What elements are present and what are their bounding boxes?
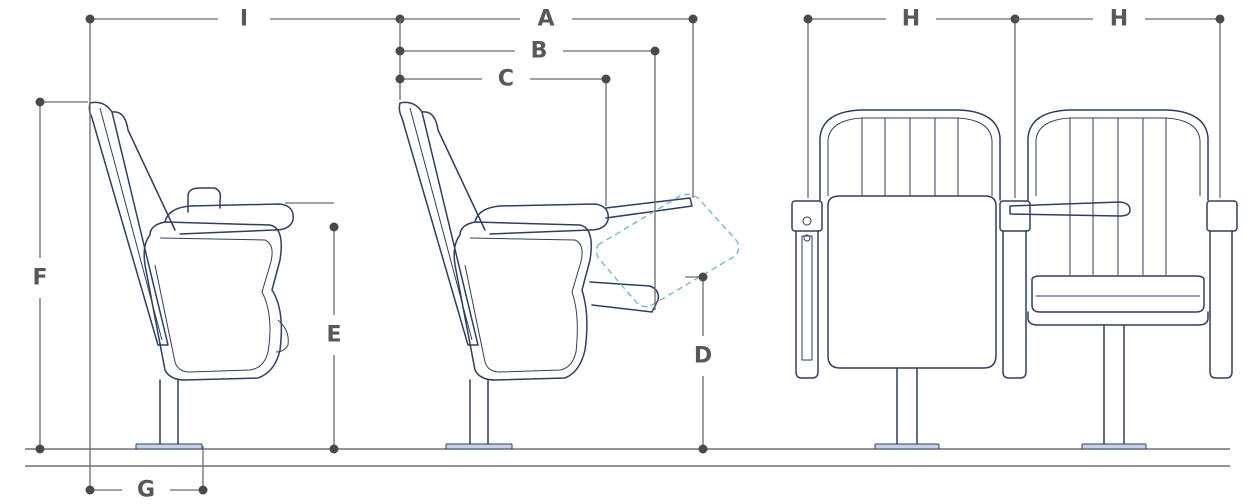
dimension-c: C (395, 67, 611, 206)
tablet-folded-ghost (595, 193, 740, 308)
label-h-left: H (902, 7, 920, 32)
dimension-a: A (399, 7, 698, 198)
dimension-e: E (285, 202, 342, 454)
label-i: I (240, 7, 248, 32)
dimension-f: F (32, 97, 88, 454)
dimension-h-right: H (1015, 7, 1225, 198)
label-e: E (326, 323, 341, 348)
dimension-g: G (85, 446, 208, 503)
label-h-right: H (1110, 7, 1128, 32)
label-c: C (498, 67, 514, 92)
dimension-b: B (395, 39, 660, 310)
side-view-chair-tablet-open (398, 101, 740, 450)
label-g: G (137, 478, 155, 503)
label-d: D (694, 344, 712, 369)
front-view-chairs (791, 109, 1238, 450)
side-view-chair (88, 101, 294, 450)
label-a: A (537, 7, 554, 32)
dimension-d: D (685, 272, 712, 454)
label-f: F (32, 266, 47, 291)
dimension-i: I (85, 7, 405, 490)
dimension-h-left: H (803, 7, 1020, 198)
label-b: B (531, 39, 548, 64)
